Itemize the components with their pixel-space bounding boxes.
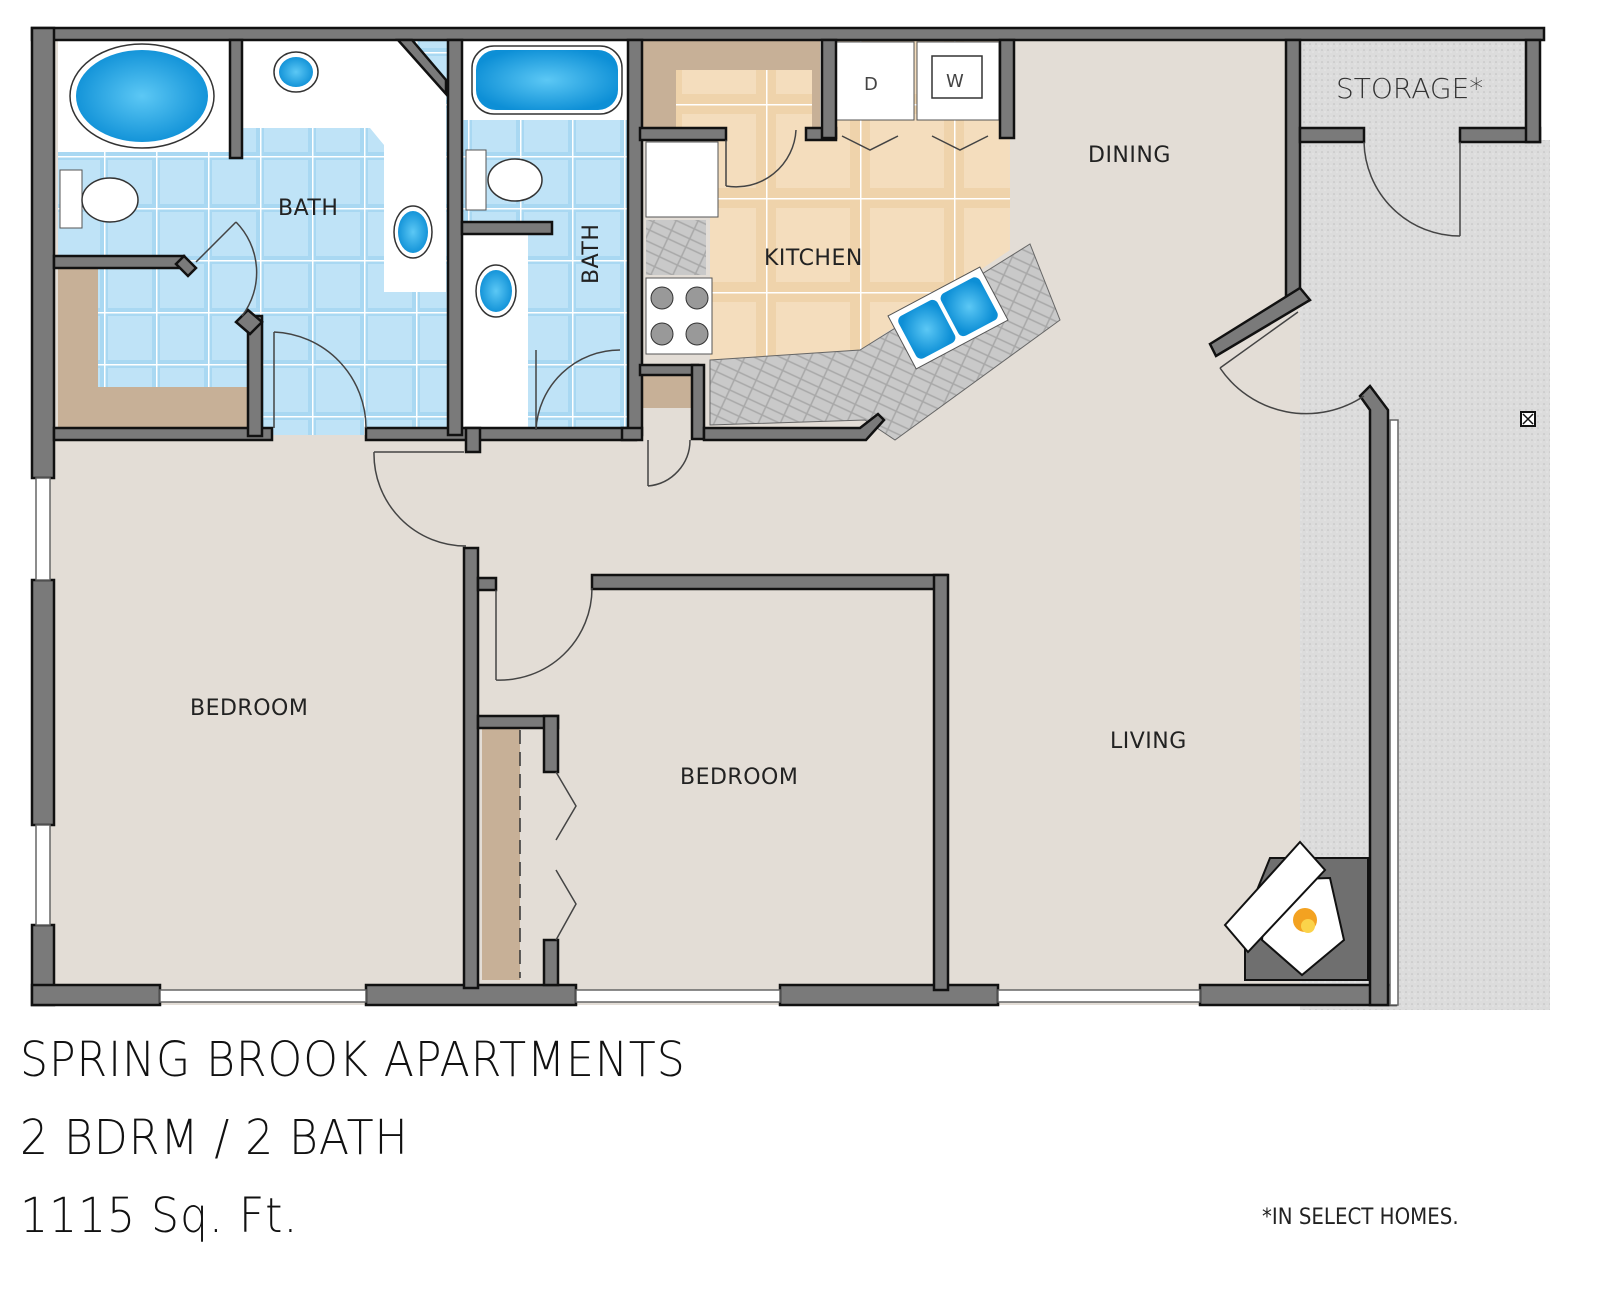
counter <box>646 220 706 275</box>
room-label-kitchen: KITCHEN <box>764 246 863 271</box>
washer-icon <box>916 41 1000 121</box>
coat-closet-floor <box>642 372 694 408</box>
toilet-bowl-icon <box>487 158 543 202</box>
closet-floor <box>482 728 520 980</box>
doors <box>195 129 1461 941</box>
washer-label: W <box>946 71 964 92</box>
vanity-counter <box>462 235 528 430</box>
room-label-bedroom-1: BEDROOM <box>190 696 308 721</box>
room-label-bedroom-2: BEDROOM <box>680 765 798 790</box>
property-name: SPRING BROOK APARTMENTS <box>20 1032 686 1088</box>
unit-area: 1115 Sq. Ft. <box>20 1188 299 1244</box>
floor-plan: BATH BATH D W KITCHEN <box>30 26 1550 1010</box>
fireplace-icon <box>1223 840 1369 981</box>
unit-type: 2 BDRM / 2 BATH <box>20 1110 409 1166</box>
toilet-tank-icon <box>59 169 83 229</box>
double-sink-icon <box>887 266 1009 370</box>
storage-floor <box>1300 30 1540 140</box>
dryer-icon <box>833 41 915 121</box>
dryer-label: D <box>864 74 878 95</box>
footnote: *IN SELECT HOMES. <box>1262 1205 1459 1230</box>
room-label-second-bath: BATH <box>579 224 604 284</box>
toilet-tank-icon <box>465 149 487 211</box>
exterior-outlet-icon <box>1520 411 1536 427</box>
windows <box>35 419 1399 1006</box>
room-label-living: LIVING <box>1110 729 1187 754</box>
walls <box>30 26 1546 1007</box>
room-label-master-bath: BATH <box>278 196 338 221</box>
toilet-bowl-icon <box>81 177 139 223</box>
refrigerator-icon <box>645 141 719 218</box>
room-label-dining: DINING <box>1088 143 1171 168</box>
room-label-storage: STORAGE* <box>1336 72 1483 105</box>
